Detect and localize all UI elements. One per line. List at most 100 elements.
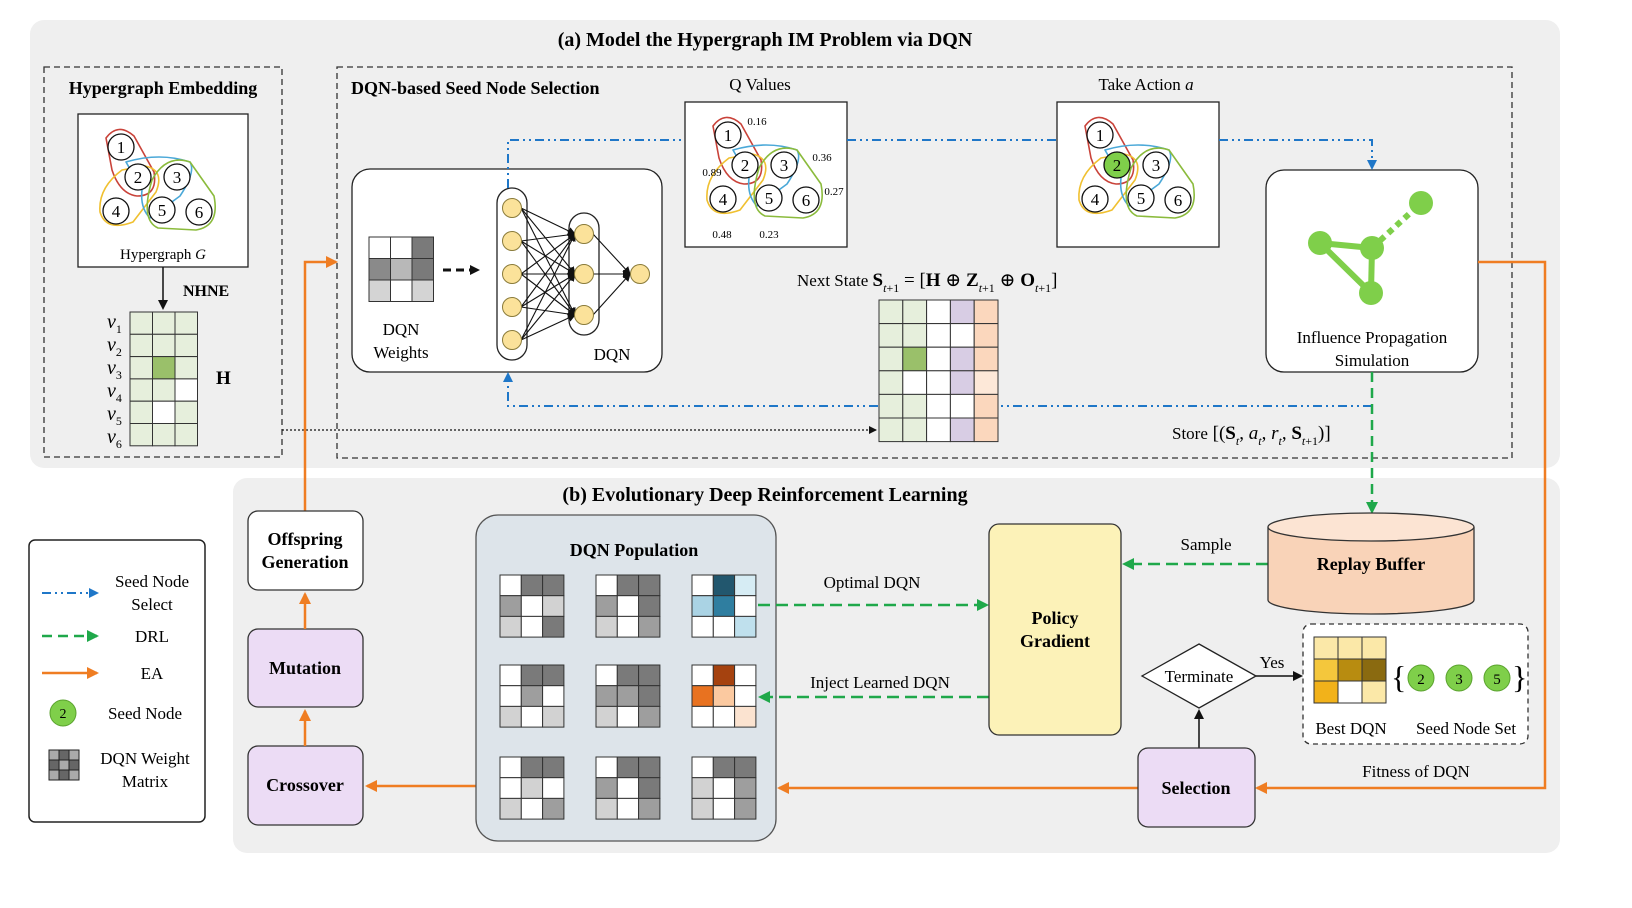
population-cell	[734, 685, 757, 707]
weights-cell	[411, 279, 434, 302]
q-values-box	[684, 101, 848, 248]
seed-node-number: 2	[1417, 672, 1425, 688]
population-cell	[595, 664, 618, 687]
best-dqn-cell	[1313, 636, 1339, 660]
yes-label: Yes	[1260, 653, 1285, 672]
legend-weight-matrix-icon	[48, 749, 80, 781]
population-cell	[595, 705, 618, 728]
state-cell	[926, 346, 951, 372]
hyperedge	[753, 147, 823, 219]
population-cell	[595, 777, 618, 799]
hyperedge	[1078, 153, 1139, 215]
population-cell	[712, 705, 736, 728]
population-cell	[691, 685, 714, 707]
offspring-label-2: Generation	[262, 552, 349, 572]
embedding-section-frame	[43, 66, 283, 458]
population-title: DQN Population	[570, 540, 699, 560]
legend-grid-cell	[68, 759, 80, 771]
legend-select-label-2: Select	[131, 595, 173, 614]
hypergraph-node-label: 1	[117, 138, 126, 157]
hypergraph-node-label: 1	[724, 126, 733, 145]
population-cell	[712, 664, 736, 687]
state-cell	[902, 417, 928, 443]
hypergraph-node-label: 3	[173, 168, 182, 187]
nn-edge	[520, 207, 576, 316]
population-cell	[638, 574, 661, 597]
seed-node	[1445, 664, 1473, 692]
state-cell	[902, 370, 928, 395]
population-cell	[734, 777, 757, 799]
h-matrix-cell	[152, 356, 176, 380]
population-cell	[595, 797, 618, 820]
population-cell	[638, 685, 661, 707]
q-value: 0.36	[812, 152, 832, 164]
weights-cell	[390, 236, 413, 259]
population-cell	[542, 574, 565, 597]
hypergraph-node-label: 3	[780, 156, 789, 175]
hyperedge	[1084, 116, 1135, 185]
population-cell	[542, 705, 565, 728]
best-dqn-cell	[1361, 680, 1387, 704]
population-cell	[691, 797, 714, 820]
next-state-matrix	[878, 299, 999, 443]
population-cell	[734, 615, 757, 638]
population-cell	[712, 685, 736, 707]
population-cell	[520, 797, 544, 820]
legend-grid-cell	[58, 749, 70, 761]
population-cell	[520, 777, 544, 799]
nn-edge	[520, 314, 576, 341]
optimal-dqn-label: Optimal DQN	[824, 573, 921, 592]
best-dqn-grid	[1313, 636, 1387, 704]
population-cell	[691, 664, 714, 687]
legend-grid-cell	[48, 749, 60, 761]
h-matrix-cell	[174, 378, 198, 402]
population-cell	[616, 705, 640, 728]
population-cell	[499, 705, 522, 728]
population-cell	[499, 797, 522, 820]
weights-cell	[390, 279, 413, 302]
h-matrix-cell	[152, 311, 176, 335]
population-cell	[734, 756, 757, 779]
hypergraph-node-label: 5	[1137, 189, 1146, 208]
h-matrix-cell	[129, 356, 153, 380]
legend-weight-label-2: Matrix	[122, 772, 169, 791]
dqn-weights-label-1: DQN	[383, 320, 420, 339]
hypergraph-node	[709, 185, 737, 213]
state-cell	[949, 299, 975, 325]
nn-neuron	[574, 305, 594, 325]
ea-arrow-fitness	[1255, 260, 1547, 794]
hypergraph-node	[755, 184, 783, 212]
embedding-matrix-h	[129, 311, 198, 447]
h-matrix-cell	[129, 311, 153, 335]
population-cell	[542, 756, 565, 779]
simulation-label-1: Influence Propagation	[1297, 328, 1448, 347]
hypergraph-node	[1164, 186, 1192, 214]
population-cell	[520, 574, 544, 597]
best-dqn-cell	[1337, 680, 1363, 704]
population-cell	[712, 797, 736, 820]
ea-arrow-offspring-to-dqn	[303, 256, 338, 512]
population-cell	[691, 756, 714, 779]
population-cell	[542, 797, 565, 820]
hypergraph-node-label: 6	[195, 203, 204, 222]
hypergraph-node	[163, 163, 191, 191]
h-matrix-cell	[174, 400, 198, 425]
q-value: 0.27	[824, 186, 844, 198]
legend-seed-node-icon	[49, 699, 77, 727]
best-dqn-cell	[1361, 658, 1387, 682]
state-cell	[926, 299, 951, 325]
neural-network	[496, 187, 650, 361]
population-cell	[595, 595, 618, 617]
h-matrix-cell	[152, 423, 176, 447]
state-cell	[902, 323, 928, 348]
hypergraph-node	[1127, 184, 1155, 212]
seed-node-number: 3	[1455, 672, 1463, 688]
q-value: 0.16	[747, 116, 767, 128]
nn-edge	[520, 273, 576, 308]
best-dqn-cell	[1361, 636, 1387, 660]
embedding-title: Hypergraph Embedding	[69, 78, 258, 98]
state-cell	[973, 393, 999, 419]
